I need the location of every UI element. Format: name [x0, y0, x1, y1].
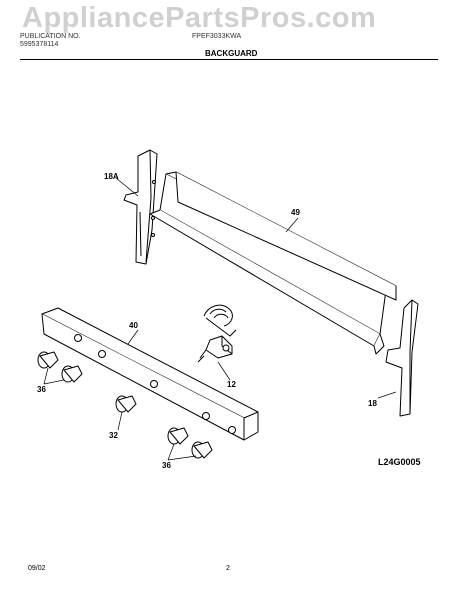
publication-number: 5995378114 [20, 41, 59, 48]
callout-32: 32 [109, 431, 118, 440]
callout-36-upper: 36 [37, 385, 46, 394]
diagram-code: L24G0005 [378, 457, 421, 467]
callout-18a: 18A [104, 172, 119, 181]
callout-36-lower: 36 [162, 461, 171, 470]
publication-label: PUBLICATION NO. [20, 33, 81, 40]
knobs-36-upper [37, 351, 83, 383]
watermark: AppliancePartsPros.com [22, 2, 377, 34]
part-18a-left-bracket [123, 149, 158, 265]
part-12-valve [197, 304, 237, 363]
knobs-36-lower [167, 427, 213, 459]
header-rule [20, 59, 438, 60]
knob-32 [115, 395, 137, 413]
part-49-backguard-panel [149, 171, 397, 355]
callout-12: 12 [227, 380, 236, 389]
part-18-right-bracket [385, 299, 419, 417]
callout-18: 18 [368, 399, 377, 408]
footer-page-number: 2 [226, 565, 230, 572]
footer-date: 09/02 [28, 565, 46, 572]
callout-40: 40 [129, 321, 138, 330]
callout-49: 49 [291, 208, 300, 217]
model-number: FPEF3033KWA [192, 33, 242, 40]
part-40-control-panel [41, 307, 259, 441]
leader-lines [43, 177, 397, 461]
section-title: BACKGUARD [205, 49, 258, 58]
